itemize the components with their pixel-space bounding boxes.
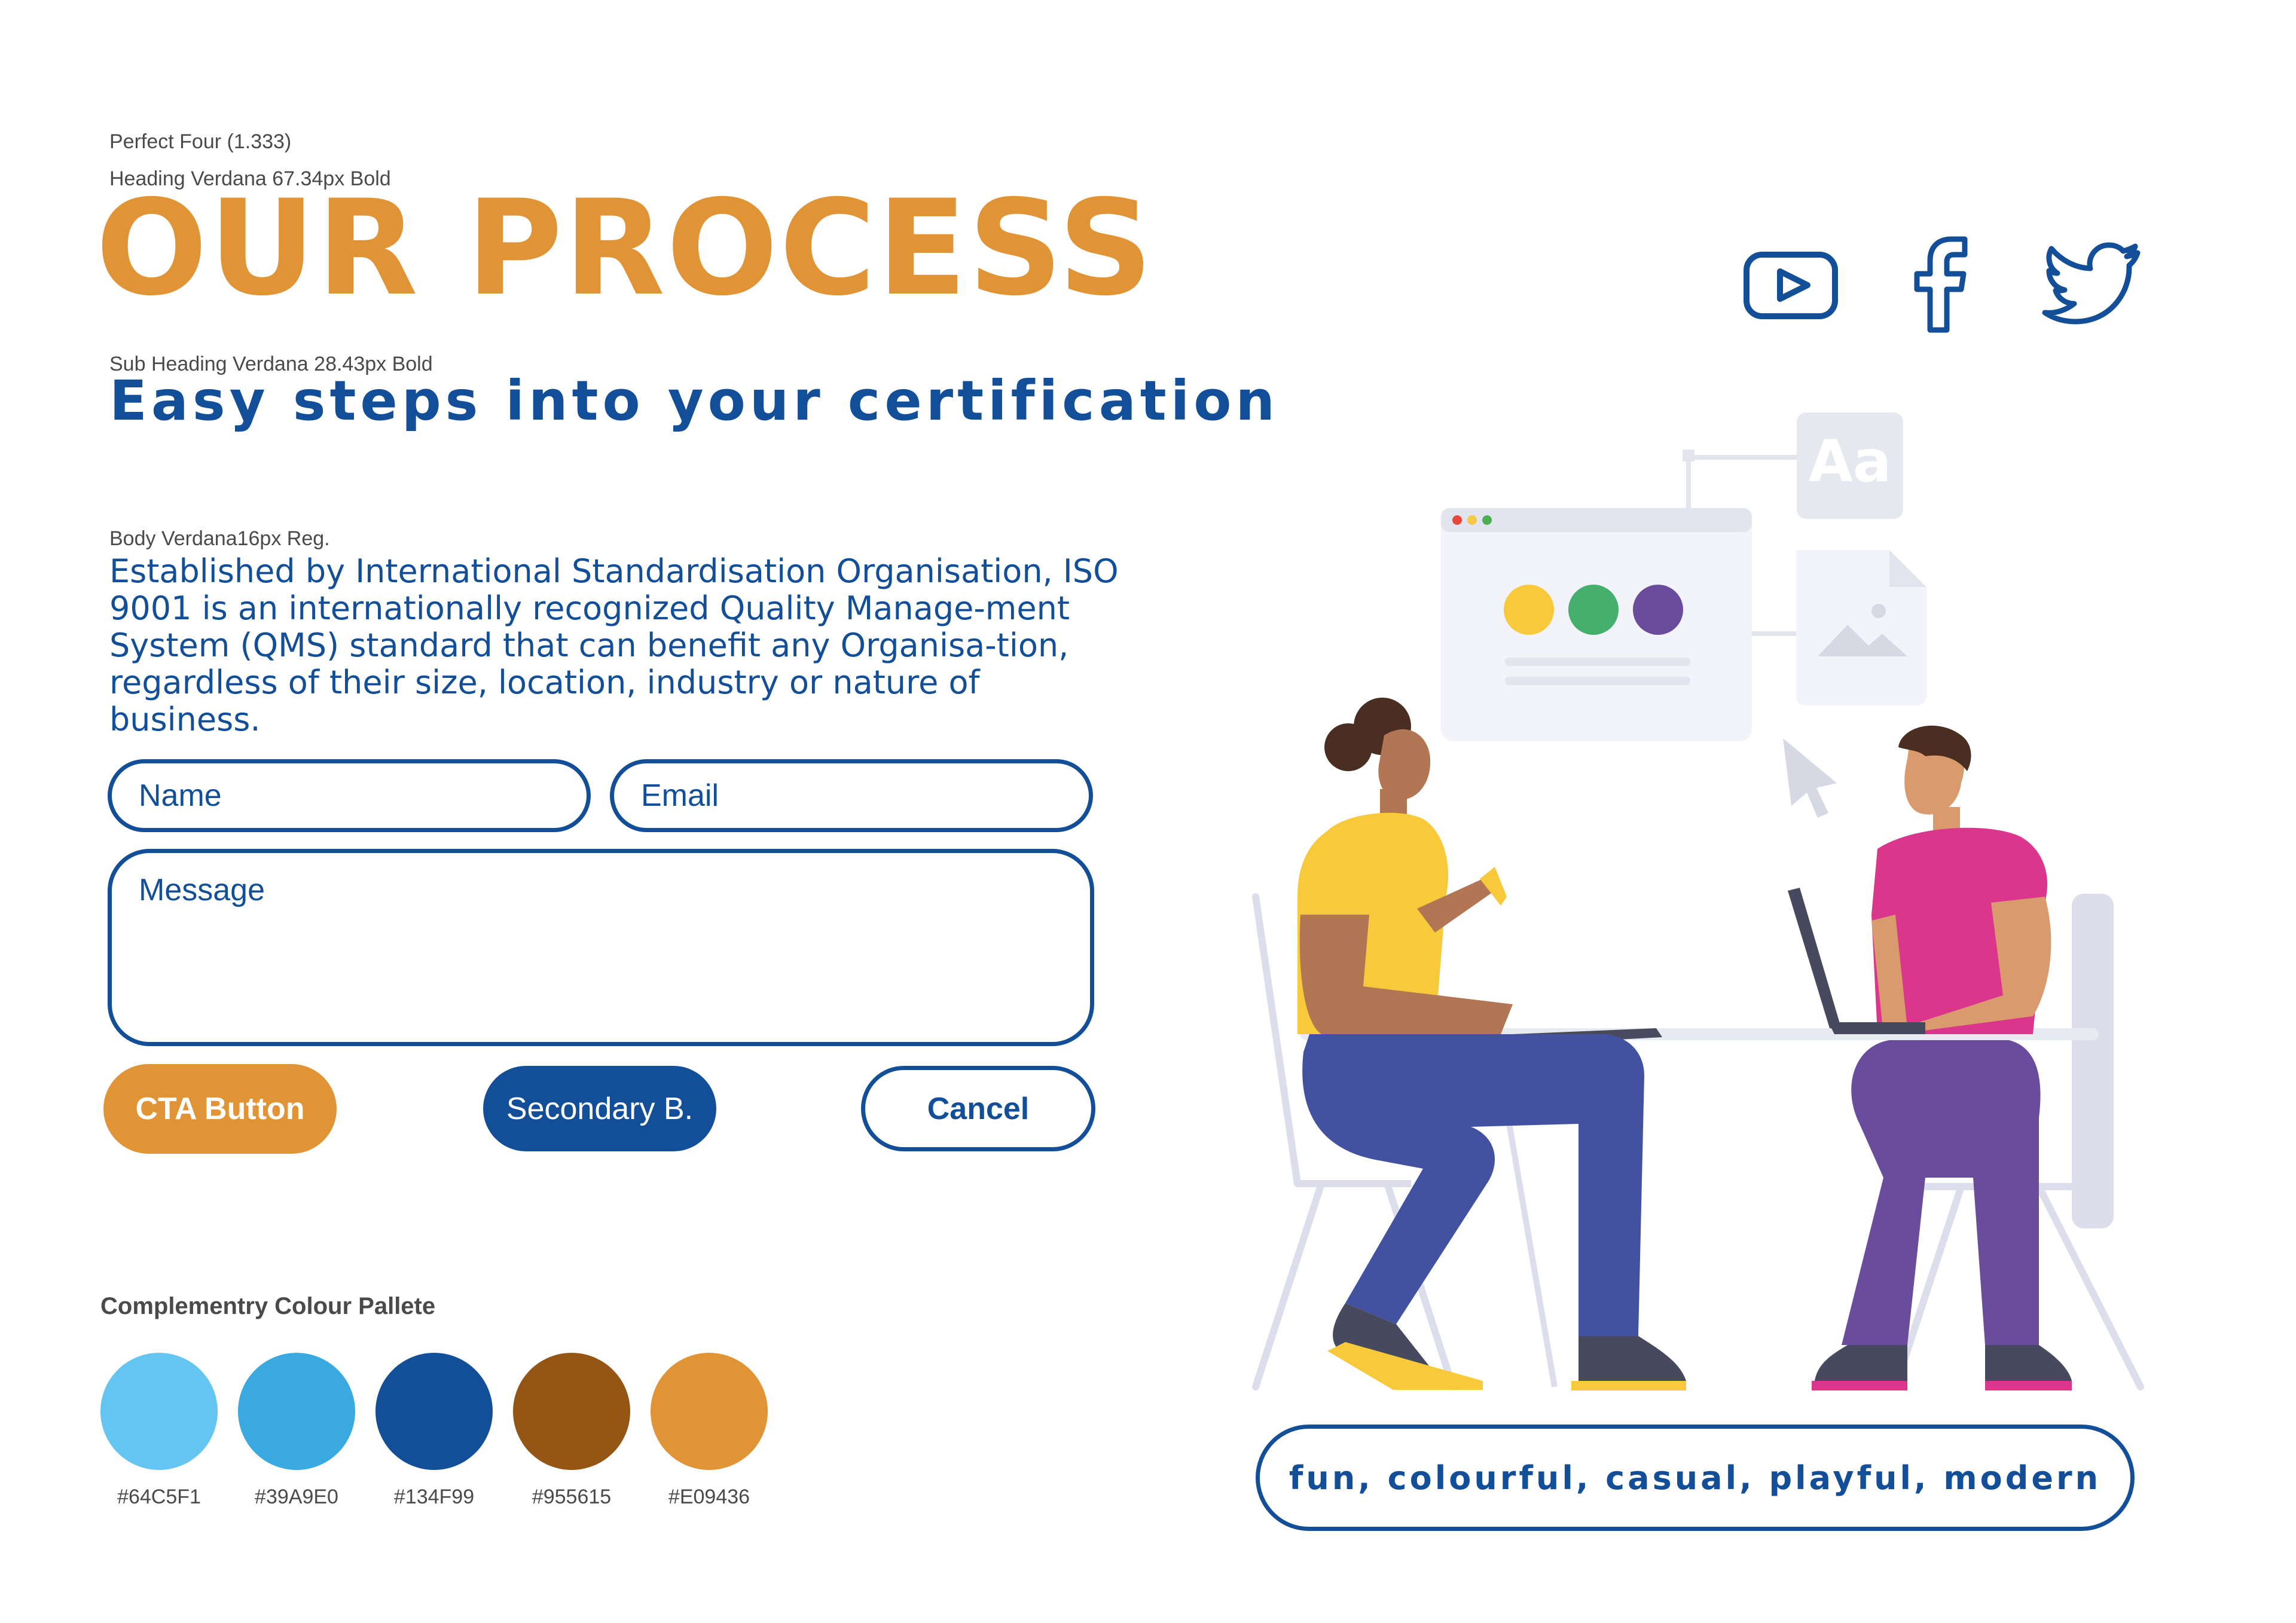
- swatch-light-blue: [100, 1353, 218, 1470]
- scale-note: Perfect Four (1.333): [109, 130, 292, 153]
- facebook-icon[interactable]: [1907, 234, 1973, 333]
- image-file-icon: [1796, 550, 1926, 705]
- cancel-button[interactable]: Cancel: [861, 1066, 1095, 1151]
- youtube-icon[interactable]: [1743, 251, 1839, 320]
- swatch-label: #64C5F1: [117, 1486, 201, 1508]
- body-spec-note: Body Verdana16px Reg.: [109, 527, 330, 550]
- email-input[interactable]: [610, 759, 1093, 832]
- illustration-two-people-working: Aa: [1244, 401, 2164, 1407]
- page-subheading: Easy steps into your certification: [109, 369, 1279, 433]
- swatch-label: #E09436: [668, 1486, 750, 1508]
- font-tile-icon: Aa: [1797, 412, 1903, 519]
- secondary-button[interactable]: Secondary B.: [483, 1066, 716, 1151]
- tagline-badge: fun, colourful, casual, playful, modern: [1256, 1425, 2135, 1531]
- body-paragraph: Established by International Standardisa…: [109, 552, 1119, 738]
- woman-figure: [1297, 698, 1686, 1390]
- swatch-brown: [513, 1353, 630, 1470]
- subheading-spec-note: Sub Heading Verdana 28.43px Bold: [109, 353, 433, 375]
- page-heading: OUR PROCESS: [96, 172, 1155, 325]
- swatch-label: #39A9E0: [255, 1486, 338, 1508]
- swatch-label: #955615: [532, 1486, 612, 1508]
- swatch-navy: [375, 1353, 493, 1470]
- name-input[interactable]: [108, 759, 591, 832]
- cta-button[interactable]: CTA Button: [103, 1064, 337, 1154]
- swatch-label: #134F99: [393, 1486, 475, 1508]
- font-tile-text: Aa: [1808, 428, 1891, 495]
- swatch-sky-blue: [238, 1353, 355, 1470]
- swatch-orange: [651, 1353, 768, 1470]
- browser-window-icon: [1441, 508, 1752, 741]
- cursor-icon: [1783, 738, 1837, 818]
- heading-spec-note: Heading Verdana 67.34px Bold: [109, 167, 391, 190]
- palette-title: Complementry Colour Pallete: [100, 1293, 436, 1319]
- twitter-icon[interactable]: [2042, 242, 2144, 326]
- man-figure: [1788, 725, 2072, 1390]
- message-input[interactable]: [108, 849, 1094, 1046]
